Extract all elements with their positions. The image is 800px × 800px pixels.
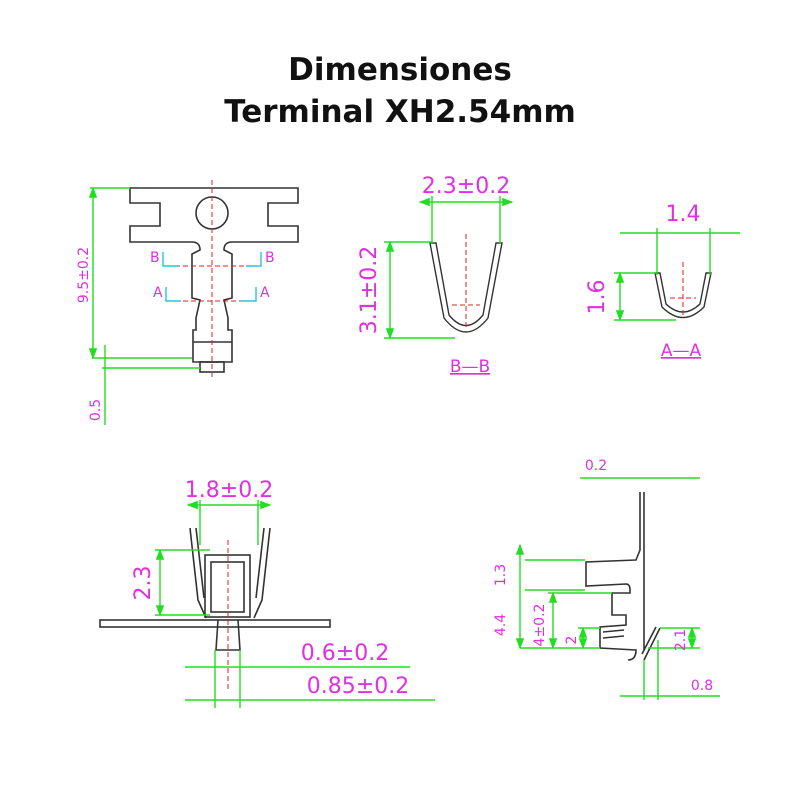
section-b-left-label: B — [150, 250, 160, 266]
bb-width-dimension: 2.3±0.2 — [422, 174, 510, 199]
dimension-0-8: 0.8 — [691, 678, 713, 694]
section-aa-profile — [654, 272, 712, 319]
height-dimension: 9.5±0.2 — [76, 247, 92, 303]
tip-width-dimension: 0.6±0.2 — [301, 641, 389, 666]
tip-outer-width-dimension: 0.85±0.2 — [307, 674, 409, 699]
carrier-strip — [99, 619, 331, 628]
side-view: 0.2 1.3 4.4 4±0.2 2 2.1 0.8 — [493, 458, 720, 700]
dimension-4: 4±0.2 — [532, 604, 548, 647]
tip-dimension: 0.5 — [88, 399, 104, 421]
section-aa-label: A—A — [661, 341, 702, 361]
side-profile — [585, 492, 661, 661]
section-bb-label: B—B — [450, 357, 490, 377]
front-view: B B A A 9.5±0.2 0.5 — [76, 180, 299, 425]
aa-height-dimension: 1.6 — [585, 280, 610, 315]
aa-width-dimension: 1.4 — [666, 202, 701, 227]
title-line-1: Dimensiones — [288, 52, 512, 88]
dimension-2-1: 2.1 — [673, 629, 689, 651]
bb-height-dimension: 3.1±0.2 — [357, 246, 382, 334]
section-a-right-label: A — [260, 285, 270, 301]
section-bb-view: 2.3±0.2 3.1±0.2 B—B — [357, 174, 514, 377]
dimension-1-3: 1.3 — [493, 564, 509, 586]
end-height-dimension: 2.3 — [131, 566, 156, 601]
thickness-dimension: 0.2 — [585, 458, 607, 474]
section-a-left-label: A — [153, 285, 163, 301]
dimension-2: 2 — [564, 636, 580, 645]
terminal-carrier-outline — [129, 187, 299, 363]
section-b-right-label: B — [265, 250, 275, 266]
section-aa-view: 1.4 1.6 A—A — [585, 202, 740, 361]
dimension-4-4: 4.4 — [493, 614, 509, 636]
title-line-2: Terminal XH2.54mm — [224, 94, 576, 130]
section-bb-profile — [429, 242, 503, 333]
end-width-dimension: 1.8±0.2 — [185, 478, 273, 503]
end-view: 1.8±0.2 2.3 0.6±0.2 0.85±0.2 — [99, 478, 435, 708]
